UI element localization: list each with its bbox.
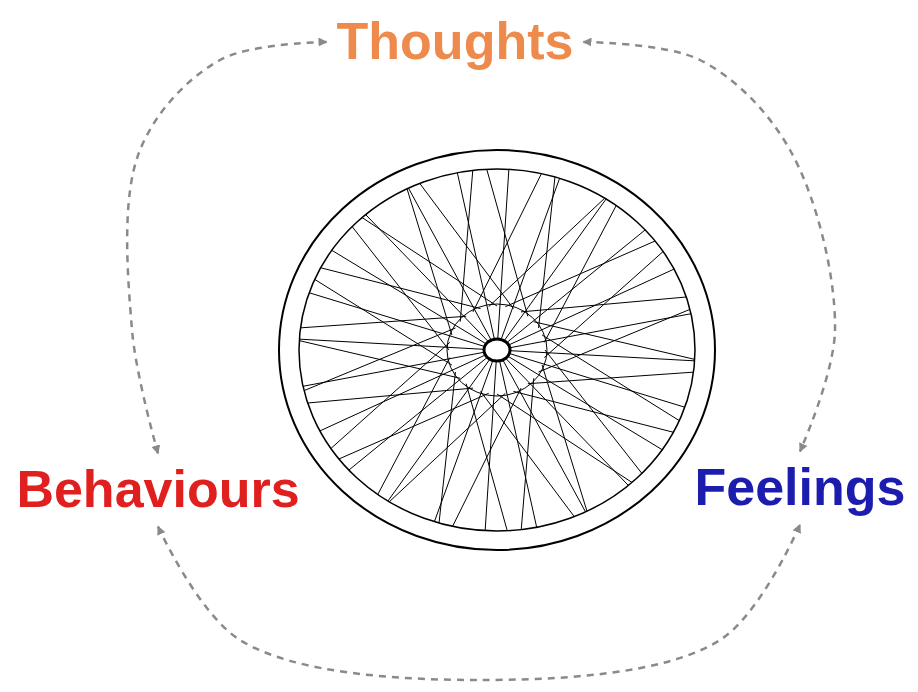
wheel-spoke xyxy=(505,199,606,340)
wheel-spoke xyxy=(485,362,496,531)
wheel-rim xyxy=(299,169,695,531)
wheel-spoke xyxy=(378,358,450,495)
cycle-arrow xyxy=(158,525,800,680)
label-text: Feelings xyxy=(695,459,906,516)
wheel-spoke xyxy=(511,314,691,348)
wheel-spoke xyxy=(304,328,455,391)
wheel-spoke xyxy=(309,293,484,346)
wheel-spoke xyxy=(506,359,628,485)
wheel-spoke xyxy=(511,351,695,361)
wheel-spoke xyxy=(542,335,679,421)
cycle-arrow xyxy=(127,42,326,453)
wheel-spoke xyxy=(498,169,509,338)
wheel-spoke xyxy=(501,178,559,338)
label-text: Behaviours xyxy=(16,461,299,518)
wheel-hub xyxy=(484,339,510,361)
wheel-spoke xyxy=(513,391,673,432)
cycle-label: Thoughts xyxy=(333,11,578,72)
wheel-spoke xyxy=(434,361,492,521)
wheel-spoke xyxy=(408,188,490,339)
wheel-spoke xyxy=(503,361,585,512)
hub-flange xyxy=(447,304,547,396)
wheel-spoke xyxy=(320,355,485,431)
wheel-spoke xyxy=(507,230,645,342)
wheel-spoke xyxy=(303,352,483,386)
wheel-tyre xyxy=(279,150,715,550)
wheel-spoke xyxy=(457,173,494,339)
wheel-spoke xyxy=(544,206,616,343)
wheel-spoke xyxy=(332,250,486,343)
wheel-spoke xyxy=(510,354,685,407)
wheel-spoke xyxy=(300,316,466,328)
wheel-spoke xyxy=(510,269,675,345)
wheel-spoke xyxy=(331,342,450,448)
wheel-spoke xyxy=(481,391,575,516)
wheel-spoke xyxy=(321,268,481,309)
cycle-label: Feelings xyxy=(691,457,910,518)
cycle-arrow xyxy=(583,42,835,451)
wheel-spoke xyxy=(521,297,686,312)
bicycle-wheel xyxy=(279,150,715,550)
wheel-spoke xyxy=(509,357,663,450)
wheel-spoke xyxy=(366,215,488,341)
label-text: Thoughts xyxy=(337,13,574,70)
wheel-spoke xyxy=(388,360,489,501)
cycle-label: Behaviours xyxy=(12,459,303,520)
wheel-spoke xyxy=(349,358,487,470)
wheel-spoke xyxy=(420,183,514,308)
wheel-spoke xyxy=(299,339,483,349)
wheel-spoke xyxy=(500,362,537,528)
